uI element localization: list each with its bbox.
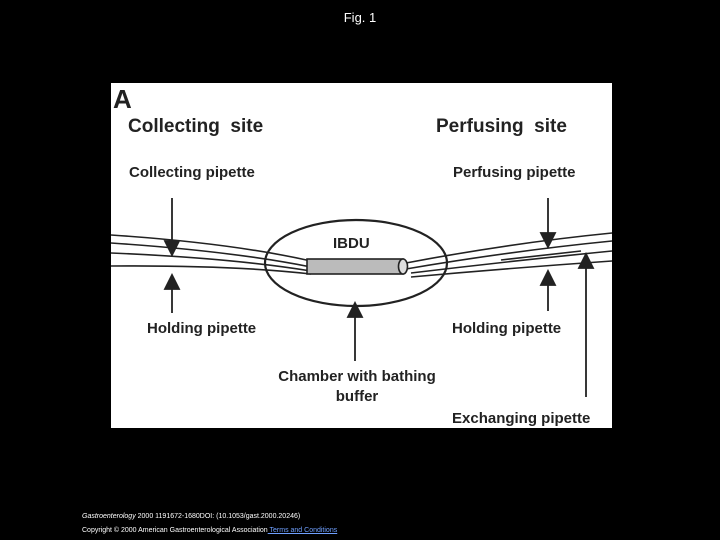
ibdu-tube bbox=[306, 258, 409, 275]
right-holding-arrow-head bbox=[539, 268, 557, 286]
perfusing-site-heading: Perfusing site bbox=[436, 116, 567, 137]
pipette-diagram: A Collecting site Perfusing site Collect… bbox=[111, 84, 612, 427]
holding-pipette-right-label: Holding pipette bbox=[452, 320, 561, 337]
chamber-arrow-head bbox=[346, 300, 364, 318]
perfusing-pipette-label: Perfusing pipette bbox=[453, 164, 576, 181]
collecting-site-heading: Collecting site bbox=[128, 116, 263, 137]
figure-panel: A Collecting site Perfusing site Collect… bbox=[111, 83, 612, 428]
citation-line: Gastroenterology 2000 1191672-1680DOI: (… bbox=[82, 513, 300, 520]
ibdu-label: IBDU bbox=[333, 235, 370, 252]
exchanging-pipette-label: Exchanging pipette bbox=[452, 410, 590, 427]
left-holding-arrow-head bbox=[163, 272, 181, 290]
exchanging-arrow-head bbox=[577, 251, 595, 269]
perfusing-arrow-head bbox=[539, 232, 557, 250]
copyright-line: Copyright © 2000 American Gastroenterolo… bbox=[82, 527, 337, 534]
chamber-label-line2: buffer bbox=[336, 388, 379, 405]
figure-title: Fig. 1 bbox=[343, 10, 377, 25]
collecting-arrow-head bbox=[163, 240, 181, 258]
arrows bbox=[163, 198, 595, 397]
journal-name: Gastroenterology bbox=[82, 513, 136, 520]
copyright-text: Copyright © 2000 American Gastroenterolo… bbox=[82, 527, 268, 534]
chamber-label-line1: Chamber with bathing bbox=[278, 368, 436, 385]
left-pipette-lines bbox=[111, 234, 312, 275]
citation-text: 2000 1191672-1680DOI: (10.1053/gast.2000… bbox=[135, 513, 301, 520]
holding-pipette-left-label: Holding pipette bbox=[147, 320, 256, 337]
collecting-pipette-label: Collecting pipette bbox=[129, 164, 255, 181]
terms-link[interactable]: Terms and Conditions bbox=[267, 527, 338, 534]
panel-letter: A bbox=[113, 84, 132, 114]
right-pipette-lines bbox=[405, 232, 612, 278]
